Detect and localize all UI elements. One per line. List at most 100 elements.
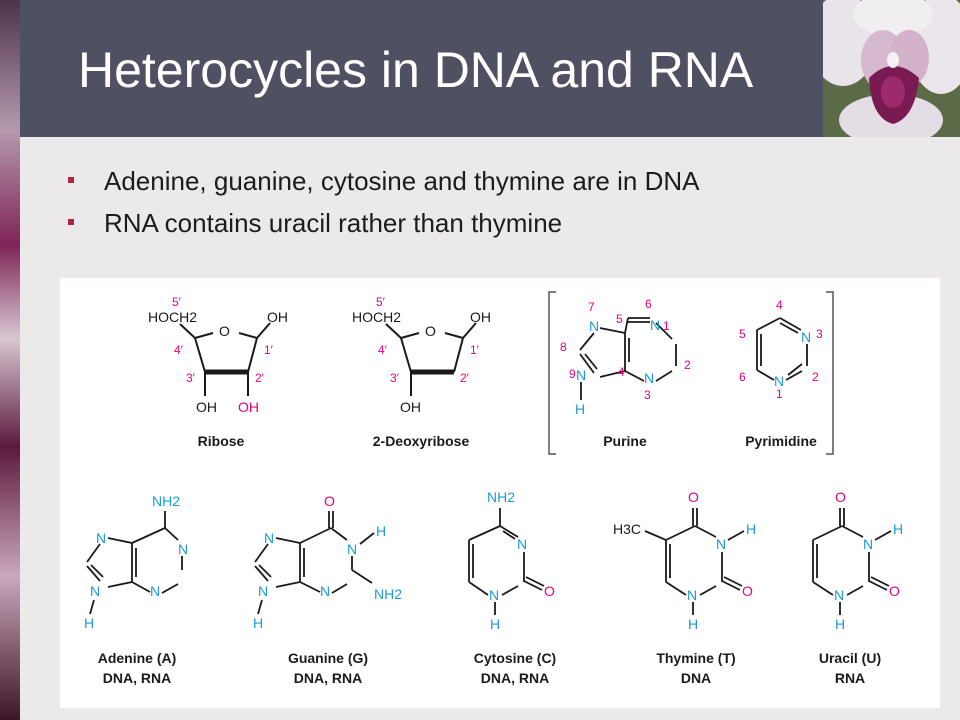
deoxyribose-ring-oxygen: O <box>425 323 436 339</box>
bullet-item: RNA contains uracil rather than thymine <box>68 202 699 244</box>
thymine-occurs: DNA <box>681 670 711 686</box>
pyrimidine-structure <box>756 317 808 381</box>
ribose-pos-4: 4′ <box>174 343 184 357</box>
guanine-o: O <box>324 493 335 509</box>
uracil-n1: N <box>834 587 844 603</box>
pyrimidine-caption: Pyrimidine <box>745 433 817 449</box>
thymine-name: Thymine (T) <box>656 650 735 666</box>
deoxyribose-pos-3: 3′ <box>390 371 400 385</box>
pyrimidine-num-2: 2 <box>812 370 819 384</box>
guanine-h1: H <box>376 523 386 539</box>
uracil-structure <box>812 508 892 615</box>
adenine-occurs: DNA, RNA <box>103 670 171 686</box>
slide-title: Heterocycles in DNA and RNA <box>78 42 754 98</box>
purine-n7: N <box>589 318 599 334</box>
purine-num-4: 4 <box>618 365 625 379</box>
adenine-n1: N <box>178 541 188 557</box>
thymine-h1: H <box>688 616 698 632</box>
pyrimidine-n1: N <box>774 373 784 389</box>
pyrimidine-num-3: 3 <box>816 327 823 341</box>
thymine-o4: O <box>688 489 699 505</box>
thymine-ch3: H3C <box>613 521 641 537</box>
adenine-n7: N <box>96 530 106 546</box>
purine-n1: N <box>650 317 660 333</box>
uracil-o4: O <box>835 489 846 505</box>
left-orchid-strip <box>0 0 20 720</box>
purine-n3: N <box>644 370 654 386</box>
cytosine-nh2: NH2 <box>487 489 515 505</box>
parent-brackets <box>548 291 834 455</box>
purine-num-5: 5 <box>616 312 623 326</box>
cytosine-structure <box>468 508 545 615</box>
adenine-name: Adenine (A) <box>98 650 177 666</box>
cytosine-name: Cytosine (C) <box>474 650 556 666</box>
uracil-o2: O <box>889 583 900 599</box>
deoxyribose-caption: 2-Deoxyribose <box>373 433 470 449</box>
deoxyribose-structure <box>385 322 477 396</box>
cytosine-n3: N <box>517 536 527 552</box>
cytosine-h: H <box>490 616 500 632</box>
thymine-n1: N <box>687 587 697 603</box>
structures-diagram: HOCH2 O OH OH OH 5′ 4′ 3′ 2′ 1′ Ribose H… <box>84 291 903 686</box>
deoxyribose-pos-5: 5′ <box>376 295 386 309</box>
bullet-text: Adenine, guanine, cytosine and thymine a… <box>104 166 700 196</box>
pyrimidine-num-1: 1 <box>776 387 783 401</box>
purine-h9: H <box>575 401 585 417</box>
cytosine-n1: N <box>489 587 499 603</box>
guanine-n7: N <box>264 530 274 546</box>
purine-num-7: 7 <box>588 300 595 314</box>
guanine-structure <box>254 511 375 615</box>
ribose-structure <box>179 322 271 396</box>
deoxyribose-oh3-label: OH <box>400 399 421 415</box>
deoxyribose-oh1-label: OH <box>470 309 491 325</box>
ribose-ch2oh-label: HOCH2 <box>148 309 197 325</box>
uracil-n3: N <box>863 536 873 552</box>
title-bar: Heterocycles in DNA and RNA <box>20 0 823 137</box>
purine-num-3: 3 <box>644 388 651 402</box>
adenine-n3: N <box>150 583 160 599</box>
pyrimidine-num-6: 6 <box>739 370 746 384</box>
ribose-pos-2: 2′ <box>255 371 265 385</box>
purine-num-6: 6 <box>645 297 652 311</box>
pyrimidine-n3: N <box>801 329 811 345</box>
deoxyribose-pos-4: 4′ <box>378 343 388 357</box>
purine-num-1: 1 <box>663 319 670 333</box>
bullet-text: RNA contains uracil rather than thymine <box>104 208 563 238</box>
cytosine-o: O <box>544 583 555 599</box>
deoxyribose-ch2oh-label: HOCH2 <box>352 309 401 325</box>
thymine-n3: N <box>716 536 726 552</box>
thymine-structure <box>644 508 745 615</box>
bullet-marker <box>68 219 74 225</box>
purine-structure <box>579 317 677 400</box>
purine-num-8: 8 <box>560 340 567 354</box>
structures-figure: HOCH2 O OH OH OH 5′ 4′ 3′ 2′ 1′ Ribose H… <box>60 278 940 708</box>
thymine-h3: H <box>746 521 756 537</box>
adenine-structure <box>86 511 183 615</box>
purine-num-2: 2 <box>684 358 691 372</box>
guanine-n1: N <box>347 541 357 557</box>
ribose-caption: Ribose <box>198 433 245 449</box>
pyrimidine-num-4: 4 <box>776 298 783 312</box>
pyrimidine-num-5: 5 <box>739 327 746 341</box>
guanine-occurs: DNA, RNA <box>294 670 362 686</box>
deoxyribose-pos-2: 2′ <box>460 371 470 385</box>
purine-caption: Purine <box>603 433 647 449</box>
deoxyribose-pos-1: 1′ <box>470 343 480 357</box>
ribose-oh3-label: OH <box>196 399 217 415</box>
guanine-h: H <box>253 615 263 631</box>
purine-n9: N <box>576 367 586 383</box>
guanine-name: Guanine (G) <box>288 650 368 666</box>
ribose-oh1-label: OH <box>267 309 288 325</box>
ribose-ring-oxygen: O <box>219 323 230 339</box>
ribose-pos-1: 1′ <box>264 343 274 357</box>
guanine-n3: N <box>320 583 330 599</box>
uracil-occurs: RNA <box>835 670 865 686</box>
adenine-h: H <box>84 615 94 631</box>
purine-num-9: 9 <box>569 367 576 381</box>
orchid-photo <box>823 0 960 137</box>
adenine-nh2: NH2 <box>152 493 180 509</box>
bullet-marker <box>68 177 74 183</box>
ribose-pos-5: 5′ <box>172 295 182 309</box>
adenine-n9: N <box>90 583 100 599</box>
cytosine-occurs: DNA, RNA <box>481 670 549 686</box>
